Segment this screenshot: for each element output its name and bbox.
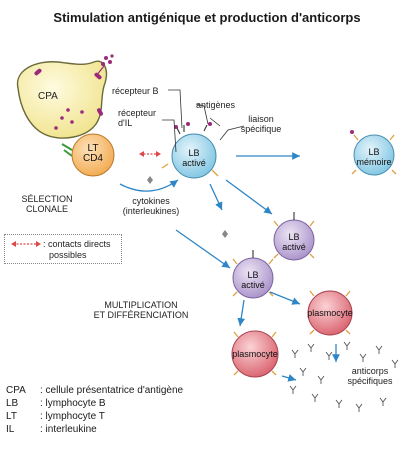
multiplication-line2: ET DIFFÉRENCIATION: [93, 310, 189, 320]
abbreviation-legend: CPA : cellule présentatrice d'antigène LB…: [6, 384, 183, 436]
multiplication-line1: MULTIPLICATION: [104, 300, 178, 310]
lt-label-line1: LT: [87, 143, 99, 154]
legend-row-cpa: CPA : cellule présentatrice d'antigène: [6, 384, 183, 397]
legend-abbr: LT: [6, 411, 17, 422]
antigenes-label: antigènes: [196, 100, 236, 110]
lb-active-2-label: LB activé: [274, 232, 314, 252]
liaison-line2: spécifique: [240, 124, 282, 134]
lb-active-cell: [161, 122, 219, 179]
lb-active-label: LB activé: [174, 148, 214, 168]
contact-legend-arrow: [11, 241, 41, 247]
cytokines-line1: cytokines: [132, 196, 170, 206]
cpa-label: CPA: [38, 91, 58, 102]
contact-legend-line1: : contacts directs: [43, 239, 111, 249]
plasmocyte-cell-1: [307, 290, 353, 336]
recepteur-il-line2: d'IL: [118, 118, 133, 128]
lb-active-label-lb: LB: [188, 148, 200, 158]
legend-abbr: LB: [6, 398, 19, 409]
lt-cd4-label: LT CD4: [73, 144, 113, 164]
flow-arrows: [119, 152, 340, 382]
lb-active-2-label-lb: LB: [288, 232, 300, 242]
cytokine-markers: [147, 176, 228, 238]
plasmocyte-2-label: plasmocyte: [232, 349, 278, 359]
lb-active-cell-2: [273, 212, 315, 261]
contact-legend-box: : contacts directs possibles: [4, 234, 122, 264]
liaison-label: liaison spécifique: [236, 114, 286, 134]
lb-memoire-label-memoire: mémoire: [356, 157, 392, 167]
contact-arrow: [139, 151, 161, 157]
recepteur-b-label: récepteur B: [112, 86, 159, 96]
antibodies: [289, 341, 399, 412]
lb-memoire-cell: [350, 130, 397, 176]
diagram-title: Stimulation antigénique et production d'…: [53, 10, 361, 25]
anticorps-line1: anticorps: [351, 366, 389, 376]
lt-cd4-cell: [61, 133, 115, 177]
cytokines-label: cytokines (interleukines): [110, 196, 192, 216]
lb-active-2-label-active: activé: [282, 242, 306, 252]
contact-legend-line2: possibles: [49, 250, 87, 260]
legend-text: : interleukine: [40, 424, 97, 435]
liaison-line1: liaison: [248, 114, 274, 124]
plasmocyte-cell-2: [231, 330, 279, 378]
legend-abbr: CPA: [6, 385, 26, 396]
legend-row-lt: LT : lymphocyte T: [6, 410, 183, 423]
plasmocyte-1-label: plasmocyte: [307, 308, 353, 318]
recepteur-il-line1: récepteur: [118, 108, 157, 118]
legend-row-lb: LB : lymphocyte B: [6, 397, 183, 410]
lt-label-line2: CD4: [82, 153, 103, 164]
pointer-lines: [162, 89, 245, 153]
lb-active-3-label: LB activé: [233, 270, 273, 290]
lb-active-3-label-lb: LB: [247, 270, 259, 280]
lb-memoire-label: LB mémoire: [354, 147, 394, 167]
lb-active-label-active: activé: [182, 158, 206, 168]
lb-active-cell-3: [232, 250, 274, 299]
cpa-cell: [16, 60, 108, 139]
lb-memoire-label-lb: LB: [368, 147, 380, 157]
cytokines-line2: (interleukines): [122, 206, 180, 216]
selection-line1: SÉLECTION: [21, 194, 73, 204]
legend-row-il: IL : interleukine: [6, 423, 183, 436]
anticorps-line2: spécifiques: [347, 376, 393, 386]
legend-text: : lymphocyte T: [40, 411, 105, 422]
selection-clonale-label: SÉLECTION CLONALE: [12, 194, 82, 214]
legend-text: : cellule présentatrice d'antigène: [40, 385, 184, 396]
legend-text: : lymphocyte B: [40, 398, 106, 409]
recepteur-il-label: récepteur d'IL: [118, 108, 156, 128]
lb-active-3-label-active: activé: [241, 280, 265, 290]
antigen-cluster: [95, 54, 114, 77]
multiplication-label: MULTIPLICATION ET DIFFÉRENCIATION: [86, 300, 196, 320]
anticorps-label: anticorps spécifiques: [338, 366, 402, 386]
legend-abbr: IL: [6, 424, 15, 435]
selection-line2: CLONALE: [25, 204, 69, 214]
